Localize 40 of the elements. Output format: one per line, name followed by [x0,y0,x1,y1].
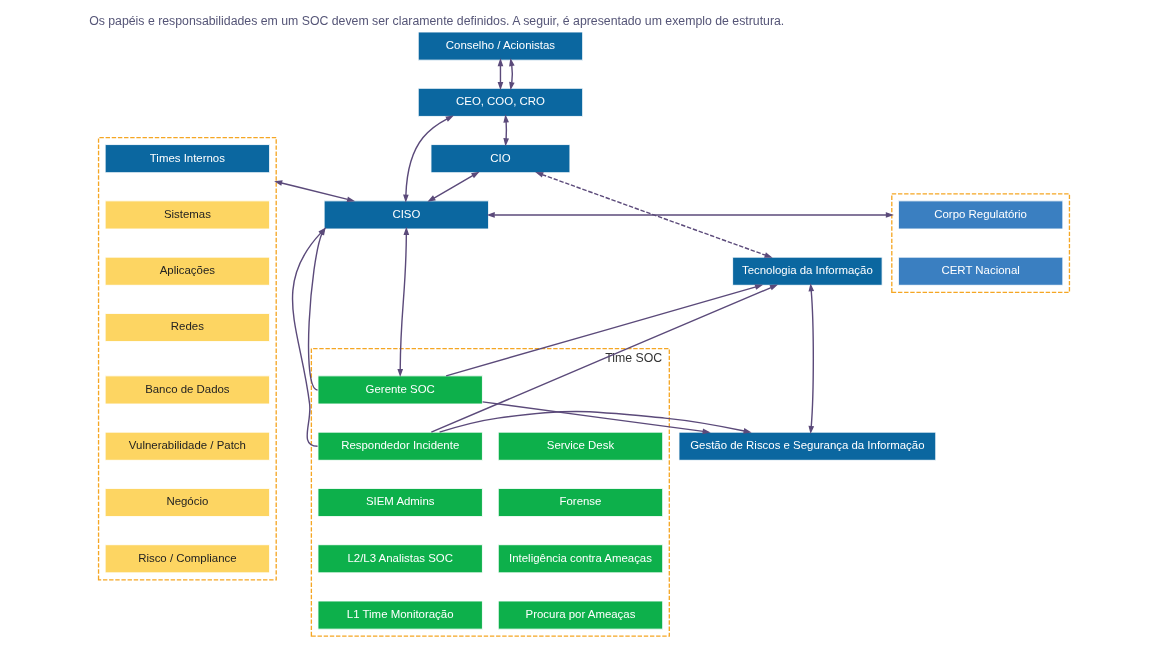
node-box: Sistemas [104,200,271,230]
arrow [445,284,764,377]
arrow [486,212,894,218]
arrow [535,172,773,258]
node-box: CERT Nacional [897,256,1064,286]
cluster [891,193,1071,293]
node-box: Aplicações [104,256,271,286]
arrow [397,226,410,378]
node-box: SIEM Admins [317,488,483,518]
node-box: Conselho / Acionistas [417,31,584,61]
node-box: CIO [430,144,571,174]
node-box: CISO [323,200,489,230]
node-box: Procura por Ameaças [497,600,664,630]
node-box: Tecnologia da Informação [732,256,883,286]
node-box: CEO, COO, CRO [417,87,584,117]
node-box: L2/L3 Analistas SOC [317,544,483,574]
cluster [97,136,277,581]
arrow [481,401,711,435]
node-box: Negócio [104,488,271,518]
arrow [427,171,480,202]
node-box: Times Internos [104,144,271,174]
arrow [509,58,515,91]
arrow [808,283,815,435]
node-box: Respondedor Incidente [317,431,483,461]
diagram-title: Os papéis e responsabilidades em um SOC devem ser claramente definidos. A seguir, é apresentado um exemplo de estrutura. [89,14,785,29]
arrow [403,115,454,203]
node-box: L1 Time Monitoração [317,600,483,630]
node-box: Corpo Regulatório [897,200,1064,230]
arrow [274,180,356,203]
node-box: Vulnerabilidade / Patch [104,431,271,461]
node-box: Banco de Dados [104,375,271,405]
arrow [438,410,752,434]
node-box: Redes [104,313,271,342]
node-box: Gerente SOC [317,375,483,405]
node-box: Inteligência contra Ameaças [497,544,664,574]
node-box: Gestão de Riscos e Segurança da Informação [678,431,937,461]
arrow [430,284,779,433]
node-box: Forense [497,488,664,518]
node-box: Service Desk [497,431,664,461]
node-box: Risco / Compliance [104,544,271,574]
